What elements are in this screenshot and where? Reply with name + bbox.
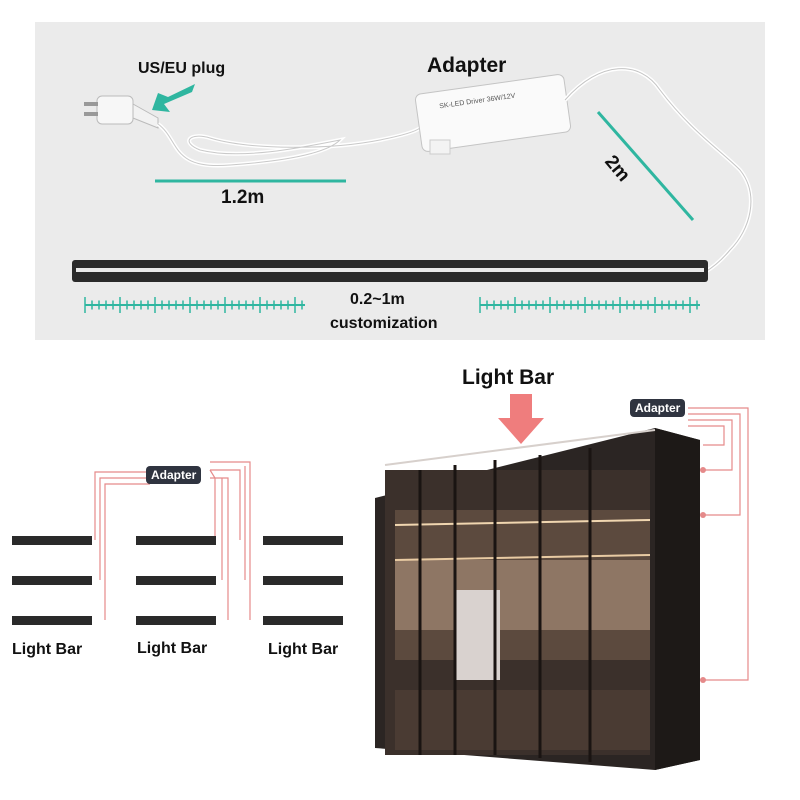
wire-endpoints	[700, 467, 706, 683]
plug-label: US/EU plug	[138, 60, 226, 77]
adapter-box	[414, 74, 572, 155]
wiring-diagram-left	[94, 461, 251, 620]
arrow-icon	[152, 84, 195, 112]
wardrobe-illustration	[375, 428, 700, 770]
plug-icon	[84, 95, 159, 129]
length-note: customization	[330, 315, 438, 332]
long-cable	[563, 66, 753, 274]
light-bar-label-3: Light Bar	[268, 641, 339, 658]
light-bars-left	[12, 536, 343, 625]
adapter-label: Adapter	[427, 54, 507, 77]
adapter-badge-right: Adapter	[630, 399, 686, 417]
wiring-diagram-right	[688, 407, 749, 681]
light-bar-title: Light Bar	[462, 366, 555, 389]
short-cable	[156, 122, 422, 168]
light-bar-label-1: Light Bar	[12, 641, 83, 658]
light-bar-label-2: Light Bar	[137, 640, 208, 657]
ruler-left	[84, 297, 305, 313]
ruler-right	[479, 297, 700, 313]
short-cable-length: 1.2m	[221, 187, 265, 208]
adapter-badge-left: Adapter	[146, 466, 202, 484]
long-cable-dimension	[596, 111, 695, 221]
length-range: 0.2~1m	[350, 291, 405, 308]
light-bar-product	[72, 260, 708, 282]
down-arrow-icon	[498, 394, 544, 444]
